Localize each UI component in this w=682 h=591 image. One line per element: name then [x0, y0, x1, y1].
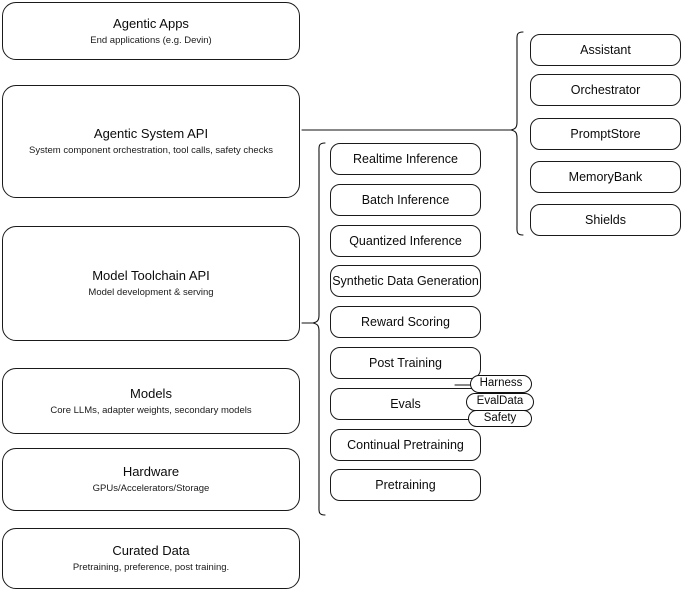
capability-box-batch-inference[interactable]: Batch Inference [330, 184, 481, 216]
layer-title: Hardware [122, 464, 180, 479]
component-box-shields[interactable]: Shields [530, 204, 681, 236]
layer-subtitle: Model development & serving [88, 287, 214, 298]
brace-middle-column [312, 142, 326, 516]
capability-label: Continual Pretraining [347, 438, 464, 452]
layer-subtitle: End applications (e.g. Devin) [90, 34, 212, 46]
layer-subtitle: Core LLMs, adapter weights, secondary mo… [50, 404, 252, 416]
capability-label: Evals [390, 397, 421, 411]
component-box-memorybank[interactable]: MemoryBank [530, 161, 681, 193]
evals-badge-label: EvalData [476, 395, 524, 408]
evals-badge-label: Harness [479, 377, 523, 390]
component-box-promptstore[interactable]: PromptStore [530, 118, 681, 150]
component-label: Assistant [580, 43, 631, 57]
component-label: Shields [585, 213, 626, 227]
capability-box-evals[interactable]: Evals [330, 388, 481, 420]
component-box-assistant[interactable]: Assistant [530, 34, 681, 66]
capability-label: Pretraining [375, 478, 436, 492]
layer-box-models[interactable]: Models Core LLMs, adapter weights, secon… [2, 368, 300, 434]
layer-title: Agentic System API [93, 126, 209, 141]
capability-box-pretraining[interactable]: Pretraining [330, 469, 481, 501]
capability-box-post-training[interactable]: Post Training [330, 347, 481, 379]
layer-box-agentic-system-api[interactable]: Agentic System API System component orch… [2, 85, 300, 198]
layer-box-agentic-apps[interactable]: Agentic Apps End applications (e.g. Devi… [2, 2, 300, 60]
layer-box-curated-data[interactable]: Curated Data Pretraining, preference, po… [2, 528, 300, 589]
layer-subtitle: GPUs/Accelerators/Storage [92, 483, 210, 494]
layer-box-hardware[interactable]: Hardware GPUs/Accelerators/Storage [2, 448, 300, 511]
capability-box-realtime-inference[interactable]: Realtime Inference [330, 143, 481, 175]
capability-label: Realtime Inference [353, 152, 458, 166]
capability-label: Synthetic Data Generation [332, 274, 479, 288]
layer-title: Model Toolchain API [92, 268, 210, 283]
layer-box-model-toolchain-api[interactable]: Model Toolchain API Model development & … [2, 226, 300, 341]
evals-badge-label: Safety [483, 411, 517, 424]
capability-box-reward-scoring[interactable]: Reward Scoring [330, 306, 481, 338]
evals-badge-evaldata[interactable]: EvalData [466, 393, 534, 411]
capability-label: Post Training [369, 356, 442, 370]
evals-badge-safety[interactable]: Safety [468, 410, 532, 427]
layer-subtitle: System component orchestration, tool cal… [29, 145, 273, 156]
capability-box-synthetic-data-generation[interactable]: Synthetic Data Generation [330, 265, 481, 297]
capability-box-quantized-inference[interactable]: Quantized Inference [330, 225, 481, 257]
capability-label: Quantized Inference [349, 234, 462, 248]
capability-label: Batch Inference [361, 193, 450, 207]
evals-badge-harness[interactable]: Harness [470, 375, 532, 393]
component-label: Orchestrator [570, 83, 641, 97]
layer-title: Agentic Apps [113, 15, 189, 31]
capability-box-continual-pretraining[interactable]: Continual Pretraining [330, 429, 481, 461]
brace-right-column [510, 31, 524, 236]
capability-label: Reward Scoring [361, 315, 450, 329]
component-box-orchestrator[interactable]: Orchestrator [530, 74, 681, 106]
layer-subtitle: Pretraining, preference, post training. [72, 562, 230, 573]
layer-title: Models [130, 385, 172, 401]
component-label: PromptStore [570, 127, 641, 141]
layer-title: Curated Data [112, 543, 190, 558]
component-label: MemoryBank [568, 170, 643, 184]
